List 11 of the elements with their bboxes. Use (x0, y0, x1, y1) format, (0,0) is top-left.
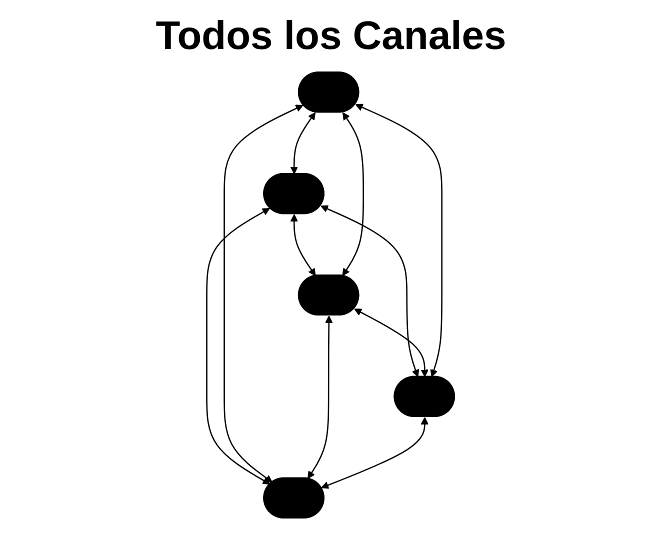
title: Todos los Canales (154, 14, 508, 59)
arrow (321, 417, 429, 489)
arrow (320, 205, 420, 378)
arrow (354, 308, 429, 378)
arrow (290, 214, 316, 276)
arrow (290, 112, 316, 174)
arrow (356, 104, 443, 378)
arrow (308, 316, 334, 479)
arrow (342, 112, 364, 276)
arrow (206, 208, 271, 484)
arrow (224, 104, 304, 483)
